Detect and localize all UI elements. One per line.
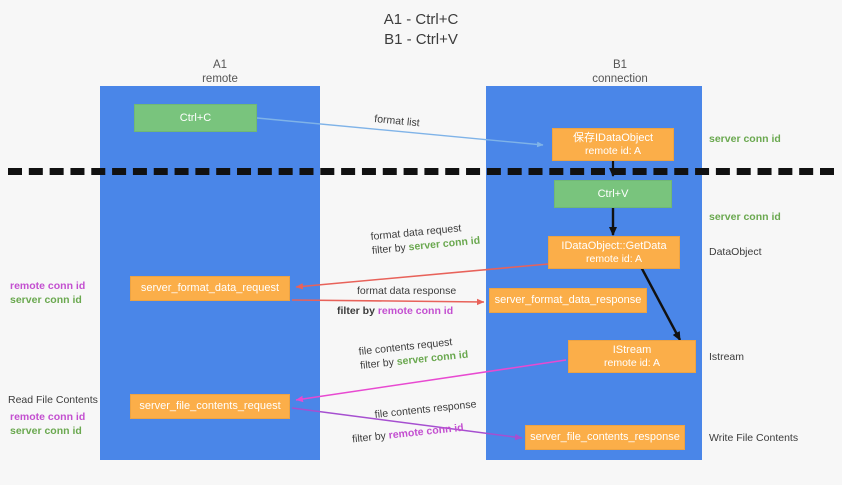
filter-prefix-4: filter by	[351, 429, 390, 446]
annotation-format-data-response-line1: format data response	[357, 285, 457, 297]
annotation-file-contents-response-line1: file contents response	[374, 398, 477, 421]
lane-a1-title: A1	[212, 59, 228, 71]
node-ctrl-v-label: Ctrl+V	[597, 187, 629, 200]
annotation-format-data-response: format data response filter by remote co…	[337, 284, 457, 318]
node-ctrl-v[interactable]: Ctrl+V	[554, 180, 672, 208]
left-label-conn-ids-middle: remote conn id server conn id	[10, 279, 85, 307]
annotation-format-data-request: format data request filter by server con…	[370, 220, 481, 258]
right-label-istream: Istream	[709, 351, 745, 363]
left-label-server-conn-id-2: server conn id	[10, 425, 82, 437]
node-idataobject-getdata[interactable]: IDataObject::GetData remote id: A	[548, 236, 680, 269]
right-label-server-conn-id-1: server conn id	[709, 133, 781, 145]
lane-header-a1: A1 remote	[120, 58, 320, 86]
left-label-remote-conn-id-2: remote conn id	[10, 411, 86, 423]
node-server-file-contents-response-label: server_file_contents_response	[530, 431, 680, 443]
filter-prefix-1: filter by	[371, 241, 410, 257]
node-server-file-contents-request[interactable]: server_file_contents_request	[130, 394, 290, 419]
node-getdata-remote-id: remote id: A	[585, 252, 643, 265]
filter-key-remote-conn-id-2: remote conn id	[388, 421, 465, 442]
lane-b1-subtitle: connection	[592, 73, 648, 85]
annotation-file-contents-request: file contents request filter by server c…	[358, 334, 469, 373]
left-label-conn-ids-bottom: remote conn id server conn id	[10, 410, 85, 438]
node-server-format-data-response[interactable]: server_format_data_response	[489, 288, 647, 313]
node-istream-label: IStream	[612, 343, 652, 356]
annotation-file-contents-response-line2: filter by remote conn id	[351, 419, 479, 446]
node-server-format-data-request-label: server_format_data_request	[140, 282, 280, 294]
node-ctrl-c-label: Ctrl+C	[179, 111, 212, 124]
annotation-format-data-response-line2: filter by remote conn id	[337, 304, 456, 318]
right-label-server-conn-id-2: server conn id	[709, 211, 781, 223]
lane-b1-title: B1	[612, 59, 628, 71]
node-save-idataobject-label: 保存IDataObject	[572, 131, 654, 144]
node-istream-remote-id: remote id: A	[603, 356, 661, 369]
node-ctrl-c[interactable]: Ctrl+C	[134, 104, 257, 132]
node-save-idataobject-remote-id: remote id: A	[584, 144, 642, 157]
filter-key-remote-conn-id-1: remote conn id	[377, 305, 454, 317]
title-line-1: A1 - Ctrl+C	[383, 11, 459, 28]
node-save-idataobject[interactable]: 保存IDataObject remote id: A	[552, 128, 674, 161]
lane-a1-subtitle: remote	[202, 73, 238, 85]
filter-prefix-2: filter by	[337, 305, 378, 317]
right-label-dataobject: DataObject	[709, 246, 762, 258]
left-label-read-file-contents: Read File Contents	[8, 394, 98, 406]
left-label-server-conn-id-1: server conn id	[10, 294, 82, 306]
node-getdata-label: IDataObject::GetData	[561, 239, 667, 252]
annotation-format-list: format list	[373, 112, 421, 130]
node-server-format-data-response-label: server_format_data_response	[494, 294, 642, 306]
page-title: A1 - Ctrl+C B1 - Ctrl+V	[0, 10, 842, 50]
annotation-file-contents-response: file contents response filter by remote …	[352, 397, 479, 445]
lane-header-b1: B1 connection	[520, 58, 720, 86]
node-server-file-contents-request-label: server_file_contents_request	[139, 400, 281, 412]
left-label-remote-conn-id-1: remote conn id	[10, 280, 86, 292]
right-label-write-file-contents: Write File Contents	[709, 432, 799, 444]
node-server-file-contents-response[interactable]: server_file_contents_response	[525, 425, 685, 450]
filter-prefix-3: filter by	[359, 356, 398, 372]
node-server-format-data-request[interactable]: server_format_data_request	[130, 276, 290, 301]
phase-divider	[8, 168, 834, 175]
title-line-2: B1 - Ctrl+V	[384, 31, 458, 48]
node-istream[interactable]: IStream remote id: A	[568, 340, 696, 373]
